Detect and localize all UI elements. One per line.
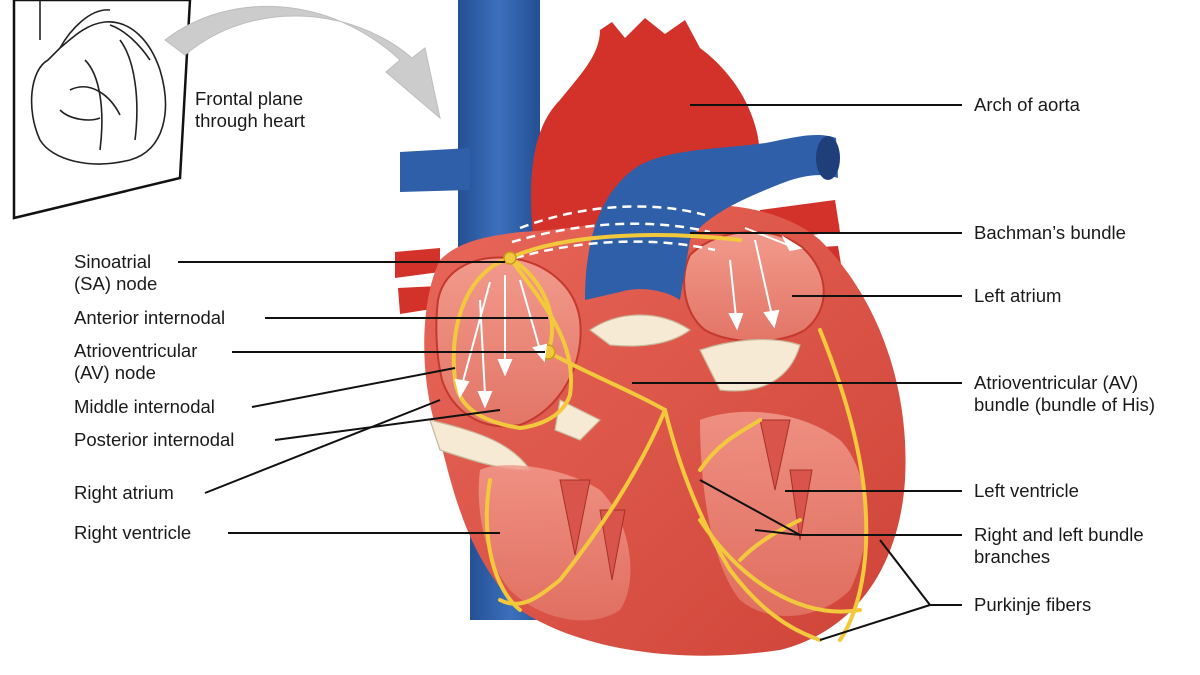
label-line: branches [974, 546, 1051, 567]
pulmonary-trunk [585, 134, 838, 300]
label-right-ventricle: Right ventricle [74, 522, 191, 544]
label-purkinje-fibers: Purkinje fibers [974, 594, 1091, 616]
inset-plane [12, 0, 192, 220]
papillary-muscles [559, 419, 813, 581]
label-line: (SA) node [74, 273, 158, 294]
label-line: Bachman’s bundle [974, 222, 1126, 243]
label-line: Arch of aorta [974, 94, 1080, 115]
label-line: Left ventricle [974, 480, 1079, 501]
label-line: bundle (bundle of His) [974, 394, 1155, 415]
label-left-atrium: Left atrium [974, 285, 1061, 307]
label-middle-internodal: Middle internodal [74, 396, 215, 418]
inset-heart-sketch [30, 0, 167, 165]
label-line: Atrioventricular [74, 340, 198, 361]
impulse-arrows [454, 227, 803, 409]
label-av-bundle: Atrioventricular (AV) bundle (bundle of … [974, 372, 1155, 416]
right-ventricle-chamber [478, 465, 631, 621]
caption-line-2: through heart [195, 110, 306, 131]
label-bundle-branches: Right and left bundle branches [974, 524, 1144, 568]
left-atrium-chamber [683, 230, 825, 343]
label-anterior-internodal: Anterior internodal [74, 307, 225, 329]
left-ventricle-chamber [700, 411, 867, 617]
label-av-node: Atrioventricular (AV) node [74, 340, 197, 384]
label-posterior-internodal: Posterior internodal [74, 429, 234, 451]
label-left-ventricle: Left ventricle [974, 480, 1079, 502]
pointer-arrow [164, 5, 441, 120]
label-arch-of-aorta: Arch of aorta [974, 94, 1080, 116]
inset-caption: Frontal plane through heart [195, 88, 305, 132]
label-line: Right ventricle [74, 522, 192, 543]
label-right-atrium: Right atrium [74, 482, 174, 504]
label-line: Middle internodal [74, 396, 215, 417]
leader-lines-right [632, 104, 962, 641]
label-line: Atrioventricular (AV) [974, 372, 1139, 393]
bachmann-dashes [511, 205, 716, 260]
label-line: Left atrium [974, 285, 1062, 306]
conduction-system [451, 233, 869, 642]
label-line: Right and left bundle [974, 524, 1144, 545]
label-line: Sinoatrial [74, 251, 152, 272]
label-sa-node: Sinoatrial (SA) node [74, 251, 157, 295]
label-line: (AV) node [74, 362, 156, 383]
label-line: Anterior internodal [74, 307, 226, 328]
label-line: Right atrium [74, 482, 174, 503]
leader-lines-left [178, 261, 548, 534]
caption-line-1: Frontal plane [195, 88, 303, 109]
label-bachmans-bundle: Bachman’s bundle [974, 222, 1126, 244]
label-line: Purkinje fibers [974, 594, 1092, 615]
label-line: Posterior internodal [74, 429, 235, 450]
sa-node-dot [503, 251, 517, 265]
valves [429, 314, 801, 471]
